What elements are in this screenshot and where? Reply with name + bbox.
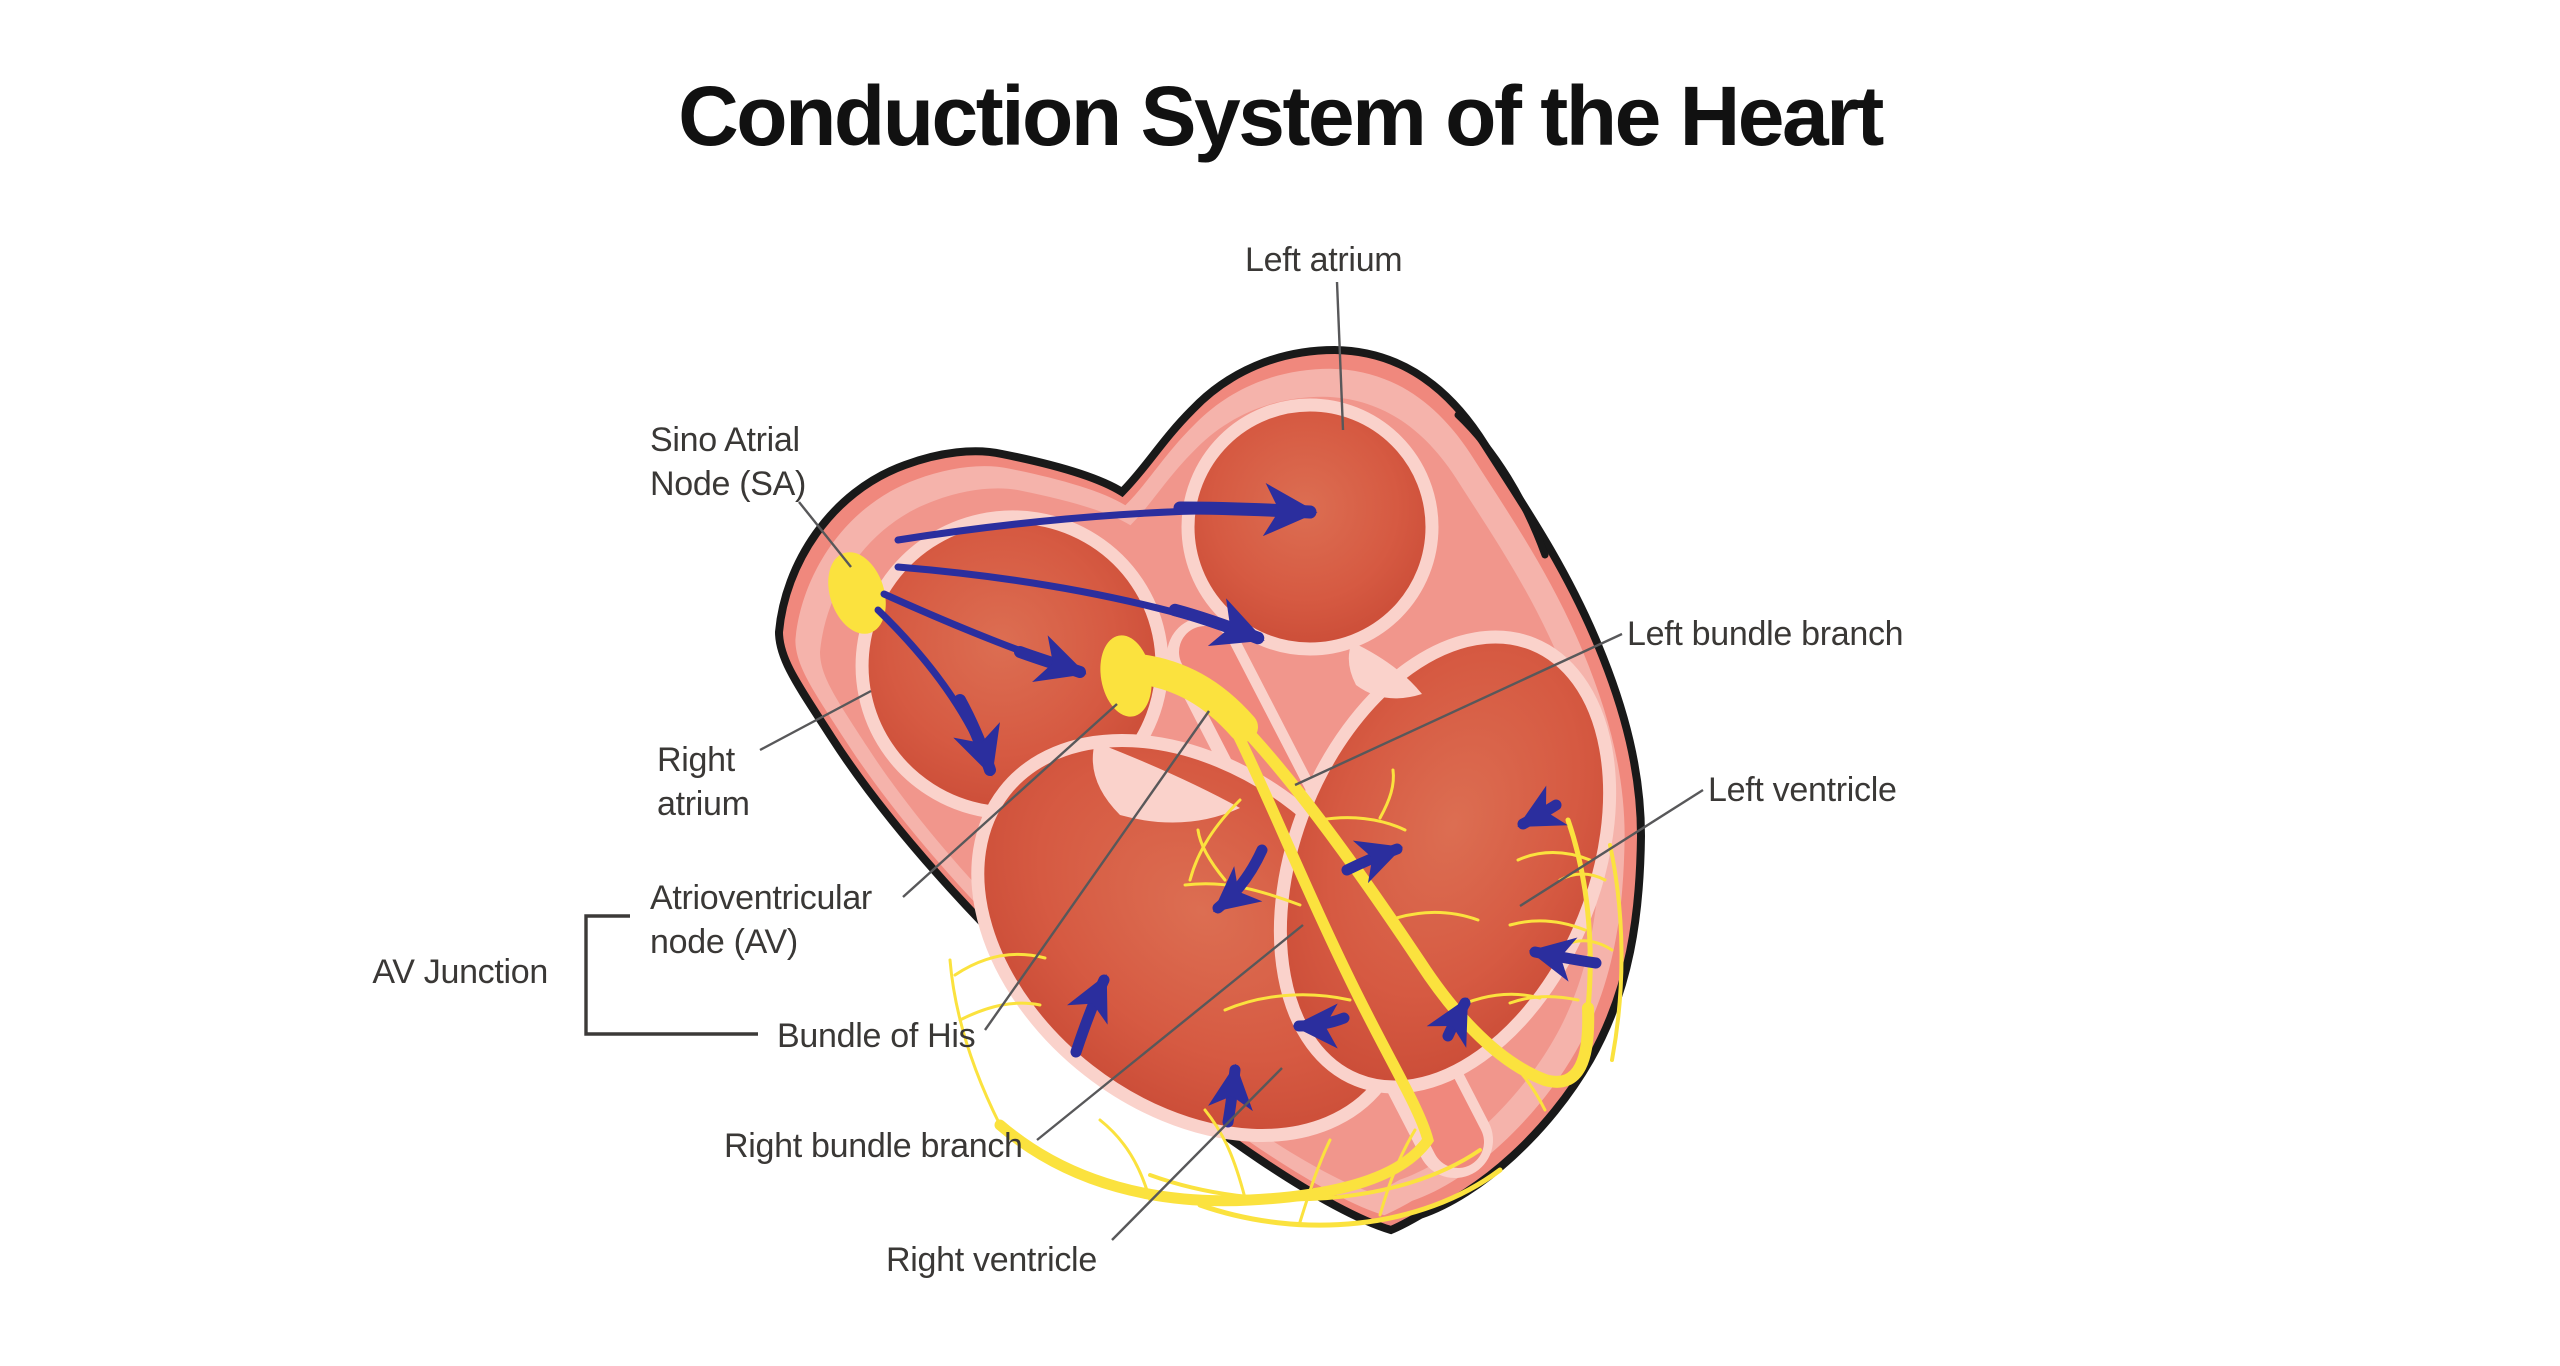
label-atrioventricular-node: Atrioventricular node (AV)	[650, 879, 872, 961]
impulse-arrow-rv-4	[1292, 1003, 1350, 1049]
impulse-arrows	[874, 482, 1602, 1128]
label-sino-atrial-node: Sino Atrial Node (SA)	[650, 421, 807, 503]
tricuspid-valve-flap	[1092, 742, 1240, 823]
impulse-arrow-sa-to-av-head	[1014, 635, 1087, 682]
label-left-atrium: Left atrium	[1245, 241, 1403, 279]
label-av-junction: AV Junction	[372, 953, 548, 991]
leader-left-atrium	[1335, 281, 1345, 431]
label-bundle-of-his: Bundle of His	[777, 1017, 976, 1055]
impulse-arrow-lv-2	[1517, 785, 1568, 830]
impulse-arrow-lv-4	[1426, 997, 1471, 1048]
label-right-atrium: Right atrium	[657, 741, 750, 823]
label-left-ventricle: Left ventricle	[1708, 771, 1897, 809]
sa-node	[828, 552, 886, 634]
conduction-system	[828, 552, 1624, 1228]
right-bundle-branch-path	[994, 729, 1434, 1207]
impulse-arrow-rv-1	[1212, 844, 1268, 914]
leader-left-ventricle	[1519, 788, 1704, 908]
left-bundle-branch-path	[1237, 721, 1595, 1088]
diagram-title: Conduction System of the Heart	[678, 69, 1884, 163]
leader-right-ventricle	[1111, 1067, 1283, 1241]
leader-bundle-of-his	[984, 710, 1210, 1031]
leader-left-bundle-branch	[1294, 632, 1623, 787]
leader-lines	[584, 281, 1704, 1241]
label-right-ventricle: Right ventricle	[886, 1241, 1097, 1279]
impulse-arrow-sa-to-ra-head	[953, 694, 1000, 777]
label-left-bundle-branch: Left bundle branch	[1627, 615, 1904, 653]
impulse-arrow-lv-3	[1528, 937, 1602, 982]
av-junction-bracket	[584, 914, 758, 1036]
impulse-arrow-lv-1	[1341, 840, 1403, 884]
leader-right-bundle-branch	[1036, 924, 1304, 1141]
leader-sa-node	[798, 501, 852, 568]
impulse-arrow-sa-to-la2-head	[1168, 598, 1265, 647]
left-atrium-chamber	[1181, 398, 1439, 656]
leader-right-atrium	[759, 689, 872, 752]
impulse-arrow-sa-to-la-head	[1173, 482, 1318, 537]
mitral-valve-flap	[1348, 642, 1422, 699]
purkinje-fibers	[948, 768, 1624, 1228]
impulse-arrow-rv-3	[1208, 1063, 1253, 1128]
impulse-arrow-rv-2	[1066, 974, 1110, 1058]
label-right-bundle-branch: Right bundle branch	[724, 1127, 1023, 1165]
av-node	[1100, 635, 1152, 717]
leader-av-node	[902, 703, 1118, 898]
atrium-wall-crease	[1454, 411, 1549, 559]
